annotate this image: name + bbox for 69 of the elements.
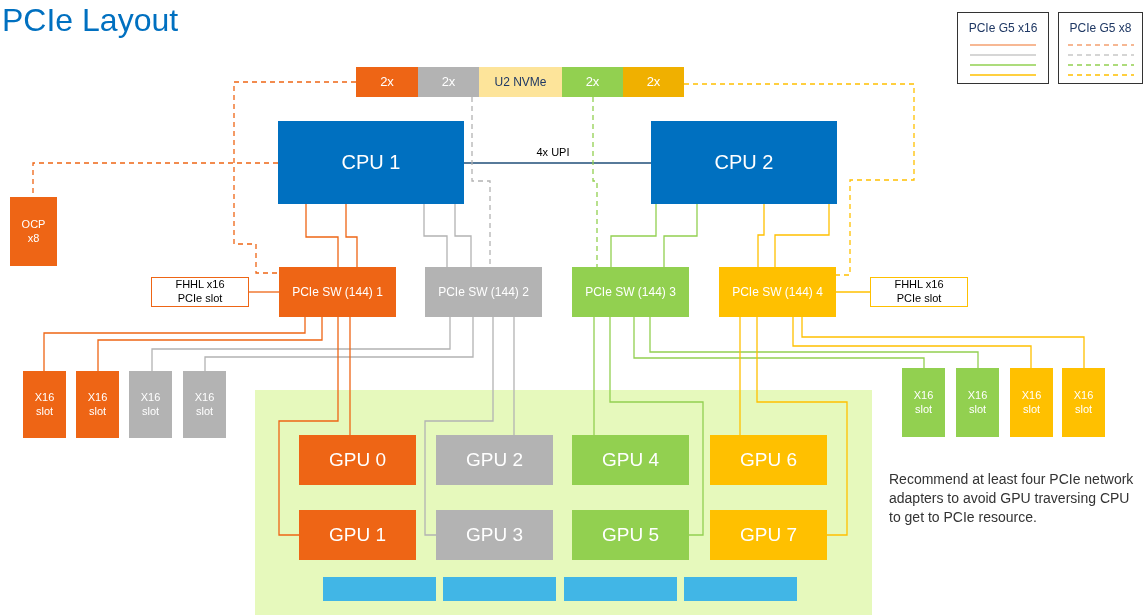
- connector-line: [424, 316, 494, 536]
- legend-text: PCIe G5 x8: [1069, 20, 1132, 37]
- connector-line: [278, 316, 339, 536]
- note-text: Recommend at least four PCIe network adapters to avoid GPU traversing CPU to get to PCIe resource.: [889, 470, 1135, 527]
- connector-line: [248, 291, 280, 293]
- connector-line: [609, 316, 704, 536]
- connector-line: [593, 316, 595, 436]
- connector-line: [835, 291, 871, 293]
- gpu-box: GPU 4: [572, 435, 689, 485]
- connector-line: [663, 203, 698, 268]
- switch-chip-box: [684, 577, 797, 601]
- cpu-box: CPU 1: [278, 121, 464, 204]
- cpu-box: CPU 2: [651, 121, 837, 204]
- connector-line: [757, 203, 765, 268]
- connector-line: [423, 203, 448, 268]
- connector-line: [345, 203, 358, 268]
- connector-line: [233, 81, 357, 274]
- connector-line: [739, 316, 741, 436]
- gpu-box: GPU 3: [436, 510, 553, 560]
- connector-line: [305, 203, 339, 268]
- slot-box: X16 slot: [23, 371, 66, 438]
- slot-box: X16 slot: [1062, 368, 1105, 437]
- switch-chip-box: [323, 577, 436, 601]
- gpu-box: GPU 0: [299, 435, 416, 485]
- gpu-board-region: [255, 390, 872, 615]
- switch-box: PCIe SW (144) 3: [572, 267, 689, 317]
- switch-chip-box: [443, 577, 556, 601]
- connector-line: [801, 316, 1085, 369]
- connector-line: [97, 316, 323, 372]
- connector-line: [513, 316, 515, 436]
- gpu-box: GPU 1: [299, 510, 416, 560]
- switch-chip-box: [564, 577, 677, 601]
- connector-line: [454, 203, 472, 268]
- connector-line: [463, 162, 652, 164]
- port-block: 2x: [356, 67, 418, 97]
- slot-box: X16 slot: [129, 371, 172, 438]
- port-block: 2x: [562, 67, 623, 97]
- title: PCIe Layout: [2, 1, 179, 40]
- slot-box: X16 slot: [183, 371, 226, 438]
- connector-line: [204, 316, 474, 372]
- gpu-box: GPU 6: [710, 435, 827, 485]
- gpu-box: GPU 2: [436, 435, 553, 485]
- slot-box: FHHL x16 PCIe slot: [870, 277, 968, 307]
- switch-box: PCIe SW (144) 4: [719, 267, 836, 317]
- connector-line: [792, 316, 1032, 369]
- connector-line: [610, 203, 657, 268]
- slot-box: X16 slot: [956, 368, 999, 437]
- adapter-box: OCP x8: [10, 197, 57, 266]
- slot-box: X16 slot: [1010, 368, 1053, 437]
- connector-line: [774, 203, 830, 268]
- gpu-box: GPU 7: [710, 510, 827, 560]
- connector-line: [633, 316, 925, 369]
- port-block: 2x: [623, 67, 684, 97]
- storage-block: U2 NVMe: [479, 67, 562, 97]
- connector-line: [683, 83, 915, 276]
- gpu-box: GPU 5: [572, 510, 689, 560]
- connector-line: [349, 316, 351, 436]
- legend-text: PCIe G5 x16: [968, 20, 1038, 37]
- slot-box: FHHL x16 PCIe slot: [151, 277, 249, 307]
- port-block: 2x: [418, 67, 479, 97]
- slot-box: X16 slot: [902, 368, 945, 437]
- switch-box: PCIe SW (144) 2: [425, 267, 542, 317]
- connector-line: [151, 316, 451, 372]
- switch-box: PCIe SW (144) 1: [279, 267, 396, 317]
- connector-line: [649, 316, 979, 369]
- connector-line: [592, 96, 598, 268]
- connector-line: [756, 316, 848, 536]
- connector-line: [43, 316, 306, 372]
- slot-box: X16 slot: [76, 371, 119, 438]
